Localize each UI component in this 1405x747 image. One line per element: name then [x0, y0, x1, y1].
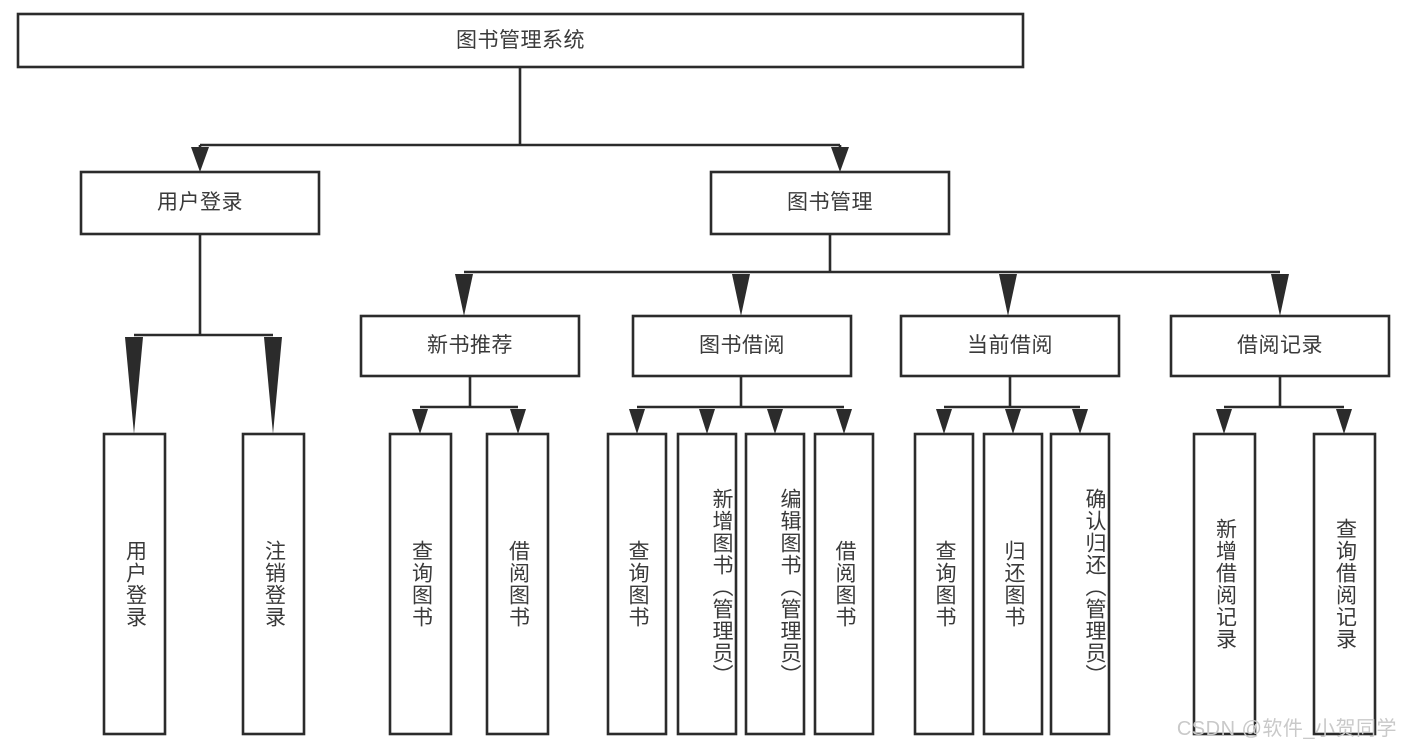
arrow-head-icon [125, 337, 143, 434]
node-box-leaf-edit-book[interactable] [744, 432, 806, 736]
arrow-head-icon [264, 337, 282, 434]
node-box-leaf-confirm-return[interactable] [1049, 432, 1111, 736]
arrow-head-icon [999, 274, 1017, 316]
node-box-leaf-borrow-book-1[interactable] [485, 432, 550, 736]
node-box-leaf-query-book-2[interactable] [606, 432, 668, 736]
node-box-leaf-query-book-1[interactable] [388, 432, 453, 736]
arrow-head-icon [455, 274, 473, 316]
node-box-user-login[interactable] [79, 170, 321, 236]
arrow-head-icon [836, 409, 852, 434]
connector-new-book-recommend-to-leaves [412, 376, 526, 434]
connector-current-borrow-to-leaves [936, 376, 1088, 434]
node-box-root[interactable] [16, 12, 1025, 69]
node-box-leaf-query-record[interactable] [1312, 432, 1377, 736]
arrow-head-icon [510, 409, 526, 434]
arrow-head-icon [629, 409, 645, 434]
arrow-head-icon [936, 409, 952, 434]
node-box-borrow-record[interactable] [1169, 314, 1391, 378]
connector-book-management-to-level3 [455, 234, 1289, 316]
node-box-leaf-borrow-book-2[interactable] [813, 432, 875, 736]
arrow-head-icon [1005, 409, 1021, 434]
node-box-current-borrow[interactable] [899, 314, 1121, 378]
arrow-head-icon [412, 409, 428, 434]
node-box-new-book-recommend[interactable] [359, 314, 581, 378]
node-box-leaf-add-record[interactable] [1192, 432, 1257, 736]
arrow-head-icon [191, 147, 209, 172]
arrow-head-icon [1271, 274, 1289, 316]
arrow-head-icon [1216, 409, 1232, 434]
connector-book-borrow-to-leaves [629, 376, 852, 434]
arrow-head-icon [1072, 409, 1088, 434]
arrow-head-icon [1336, 409, 1352, 434]
node-box-leaf-return-book[interactable] [982, 432, 1044, 736]
arrow-head-icon [732, 274, 750, 316]
node-box-leaf-logout[interactable] [241, 432, 306, 736]
connector-borrow-record-to-leaves [1216, 376, 1352, 434]
node-box-leaf-user-login[interactable] [102, 432, 167, 736]
node-box-leaf-add-book[interactable] [676, 432, 738, 736]
arrow-head-icon [699, 409, 715, 434]
node-box-book-borrow[interactable] [631, 314, 853, 378]
node-box-leaf-query-book-3[interactable] [913, 432, 975, 736]
arrow-head-icon [767, 409, 783, 434]
connector-user-login-to-leaves [125, 234, 282, 434]
connector-root-to-level2 [191, 67, 849, 172]
arrow-head-icon [831, 147, 849, 172]
node-box-book-management[interactable] [709, 170, 951, 236]
